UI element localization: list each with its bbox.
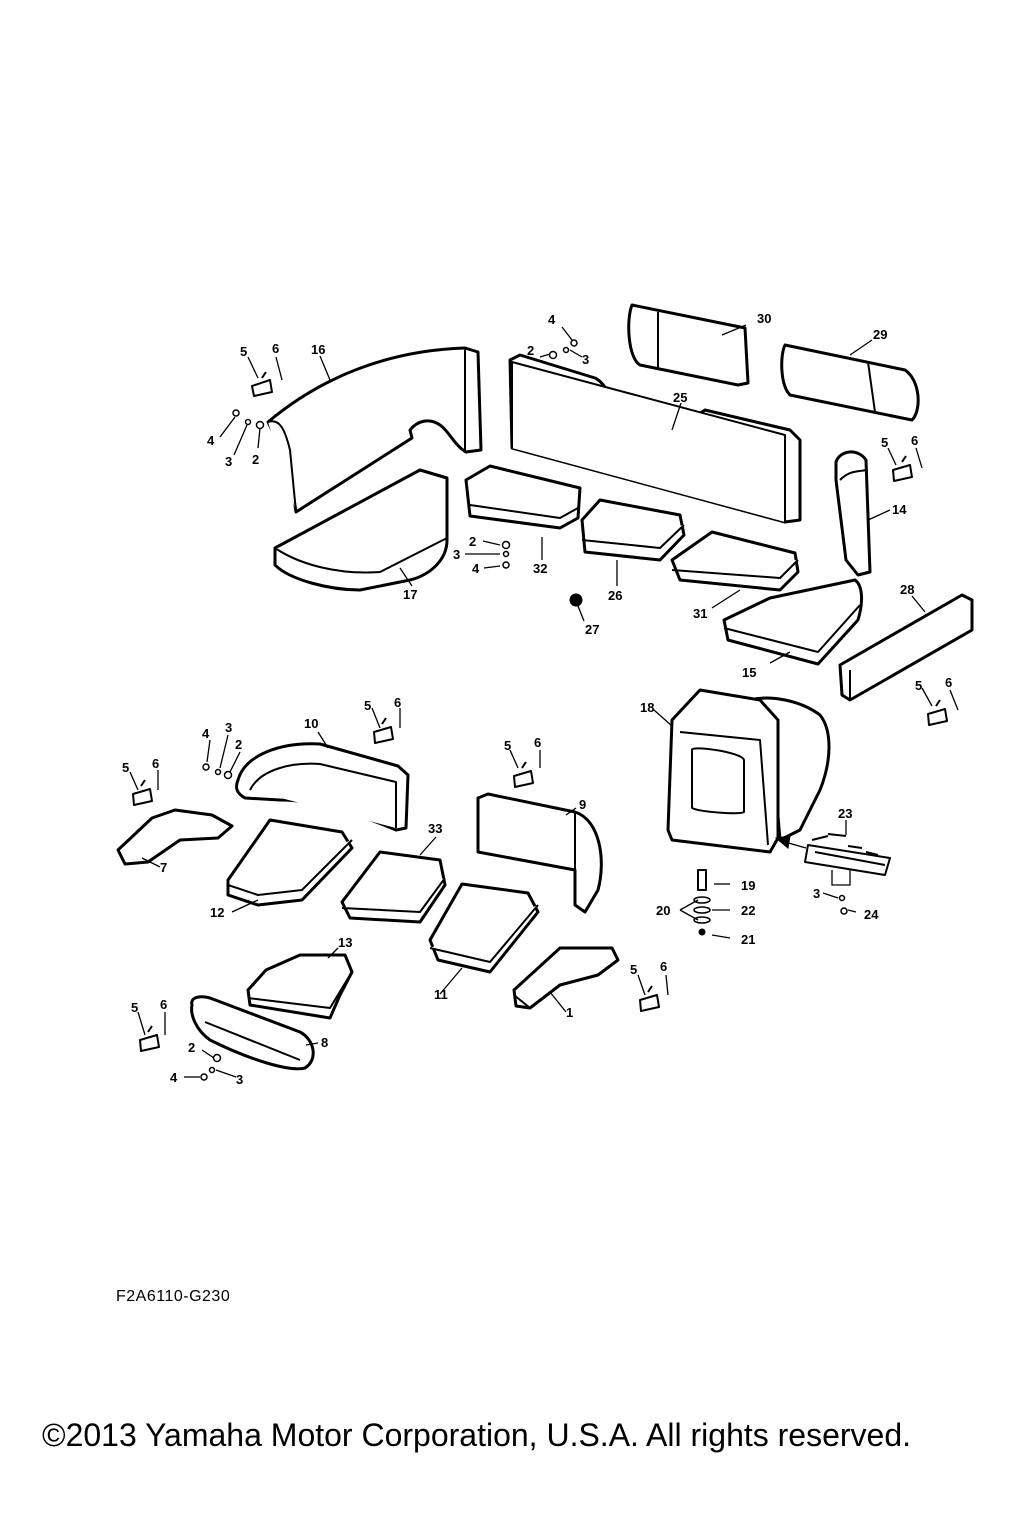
part-29-cushion bbox=[780, 343, 920, 422]
callout-26: 26 bbox=[608, 588, 622, 603]
arrow-icon bbox=[774, 835, 807, 849]
callout-20: 20 bbox=[656, 903, 670, 918]
callout-3: 3 bbox=[453, 547, 460, 562]
callout-25: 25 bbox=[673, 390, 687, 405]
callout-30: 30 bbox=[757, 311, 771, 326]
part-11-cushion bbox=[428, 882, 540, 974]
callout-3: 3 bbox=[225, 720, 232, 735]
part-10-backrest bbox=[235, 742, 410, 832]
callout-1: 1 bbox=[566, 1005, 573, 1020]
fastener-icon bbox=[200, 339, 848, 1081]
part-18-helm-seat bbox=[666, 688, 831, 854]
part-30-cushion bbox=[627, 303, 750, 387]
callout-5: 5 bbox=[915, 678, 922, 693]
callout-4: 4 bbox=[170, 1070, 178, 1085]
callout-2: 2 bbox=[235, 737, 242, 752]
callout-6: 6 bbox=[160, 997, 167, 1012]
callout-6: 6 bbox=[534, 735, 541, 750]
callout-7: 7 bbox=[160, 860, 167, 875]
part-8-bolster bbox=[190, 995, 315, 1071]
part-14-backrest bbox=[834, 450, 872, 577]
callout-3: 3 bbox=[225, 454, 232, 469]
part-28-bolster bbox=[838, 593, 974, 702]
callout-5: 5 bbox=[240, 344, 247, 359]
callout-6: 6 bbox=[394, 695, 401, 710]
part-26-cushion bbox=[580, 498, 686, 562]
callout-12: 12 bbox=[210, 905, 224, 920]
callout-6: 6 bbox=[945, 675, 952, 690]
callout-31: 31 bbox=[693, 606, 707, 621]
callout-13: 13 bbox=[338, 935, 352, 950]
part-31-cushion bbox=[670, 530, 800, 592]
leader-lines bbox=[129, 324, 959, 1078]
callout-24: 24 bbox=[864, 907, 879, 922]
callout-5: 5 bbox=[881, 435, 888, 450]
part-16-backrest bbox=[266, 346, 483, 514]
callout-4: 4 bbox=[548, 312, 556, 327]
part-32-seat bbox=[464, 464, 582, 530]
callout-23: 23 bbox=[838, 806, 852, 821]
callout-21: 21 bbox=[741, 932, 755, 947]
callout-15: 15 bbox=[742, 665, 756, 680]
callout-5: 5 bbox=[364, 698, 371, 713]
callout-5: 5 bbox=[131, 1000, 138, 1015]
callout-2: 2 bbox=[252, 452, 259, 467]
callout-28: 28 bbox=[900, 582, 914, 597]
callout-16: 16 bbox=[311, 342, 325, 357]
callout-4: 4 bbox=[207, 433, 215, 448]
part-13-cushion bbox=[246, 953, 354, 1020]
part-15-cushion bbox=[722, 578, 864, 666]
copyright-notice: ©2013 Yamaha Motor Corporation, U.S.A. A… bbox=[42, 1417, 912, 1453]
callout-9: 9 bbox=[579, 797, 586, 812]
callout-18: 18 bbox=[640, 700, 654, 715]
part-12-cushion bbox=[226, 818, 354, 907]
part-19-22-hardware bbox=[693, 869, 711, 936]
part-27-knob bbox=[569, 593, 583, 607]
callout-3: 3 bbox=[582, 352, 589, 367]
callout-2: 2 bbox=[469, 534, 476, 549]
callout-32: 32 bbox=[533, 561, 547, 576]
part-9-backrest bbox=[476, 792, 603, 914]
part-25-backrest bbox=[508, 353, 802, 524]
callout-3: 3 bbox=[813, 886, 820, 901]
callout-5: 5 bbox=[504, 738, 511, 753]
callout-6: 6 bbox=[272, 341, 279, 356]
callout-2: 2 bbox=[527, 343, 534, 358]
callout-8: 8 bbox=[321, 1035, 328, 1050]
part-7-armrest bbox=[116, 808, 234, 866]
callout-6: 6 bbox=[660, 959, 667, 974]
callout-5: 5 bbox=[122, 760, 129, 775]
callout-11: 11 bbox=[434, 987, 448, 1002]
callout-19: 19 bbox=[741, 878, 755, 893]
part-17-seat-cushion bbox=[273, 468, 449, 592]
part-1-armrest bbox=[512, 946, 620, 1010]
callout-29: 29 bbox=[873, 327, 887, 342]
callout-10: 10 bbox=[304, 716, 318, 731]
callout-4: 4 bbox=[472, 561, 480, 576]
callout-labels: 30 29 25 4 2 3 16 5 6 4 3 2 17 2 3 4 32 … bbox=[122, 311, 952, 1087]
callout-2: 2 bbox=[188, 1040, 195, 1055]
callout-17: 17 bbox=[403, 587, 417, 602]
callout-3: 3 bbox=[236, 1072, 243, 1087]
callout-27: 27 bbox=[585, 622, 599, 637]
callout-4: 4 bbox=[202, 726, 210, 741]
callout-6: 6 bbox=[911, 433, 918, 448]
callout-22: 22 bbox=[741, 903, 755, 918]
callout-33: 33 bbox=[428, 821, 442, 836]
clip-icon bbox=[132, 371, 948, 1052]
callout-5: 5 bbox=[630, 962, 637, 977]
part-23-plate bbox=[804, 833, 891, 876]
figure-code: F2A6110-G230 bbox=[116, 1288, 231, 1305]
callout-14: 14 bbox=[892, 502, 907, 517]
callout-6: 6 bbox=[152, 756, 159, 771]
part-33-cushion bbox=[340, 850, 447, 924]
